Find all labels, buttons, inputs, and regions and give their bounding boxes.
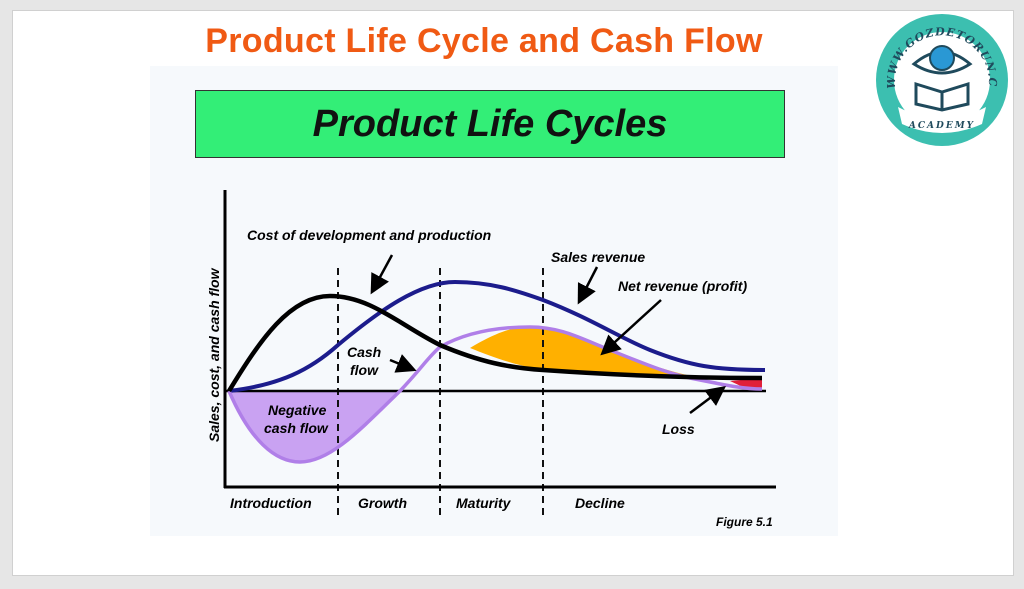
y-axis-label: Sales, cost, and cash flow xyxy=(206,267,222,442)
sales-label: Sales revenue xyxy=(551,249,645,265)
page-title: Product Life Cycle and Cash Flow xyxy=(205,22,763,60)
sales-arrow xyxy=(577,266,599,305)
cost-arrow xyxy=(370,254,394,295)
net-revenue-label: Net revenue (profit) xyxy=(618,278,747,294)
loss-arrow xyxy=(689,386,726,414)
stage-label: Growth xyxy=(358,495,407,511)
stage-label: Maturity xyxy=(456,495,512,511)
loss-area xyxy=(730,378,762,389)
academy-logo: WWW.GOZDETORUN.COM ACADEMY xyxy=(874,12,1008,146)
svg-text:ACADEMY: ACADEMY xyxy=(908,121,975,131)
cash-flow-label-1: Cash xyxy=(347,344,381,360)
cash-flow-label-2: flow xyxy=(350,362,379,378)
cost-line xyxy=(227,293,763,393)
sales-revenue-line xyxy=(228,279,766,393)
stage-label: Decline xyxy=(575,495,625,511)
negative-cash-label-2: cash flow xyxy=(264,420,329,436)
figure-caption: Figure 5.1 xyxy=(716,515,773,529)
negative-cash-label-1: Negative xyxy=(268,402,327,418)
profit-area xyxy=(470,327,700,378)
cost-label: Cost of development and production xyxy=(247,227,491,243)
loss-label: Loss xyxy=(662,421,695,437)
negative-cash-flow-area xyxy=(229,391,400,462)
chart-banner: Product Life Cycles xyxy=(195,90,785,158)
net-arrow xyxy=(600,299,662,356)
cash-arrow xyxy=(389,354,417,373)
stage-label: Introduction xyxy=(230,495,312,511)
